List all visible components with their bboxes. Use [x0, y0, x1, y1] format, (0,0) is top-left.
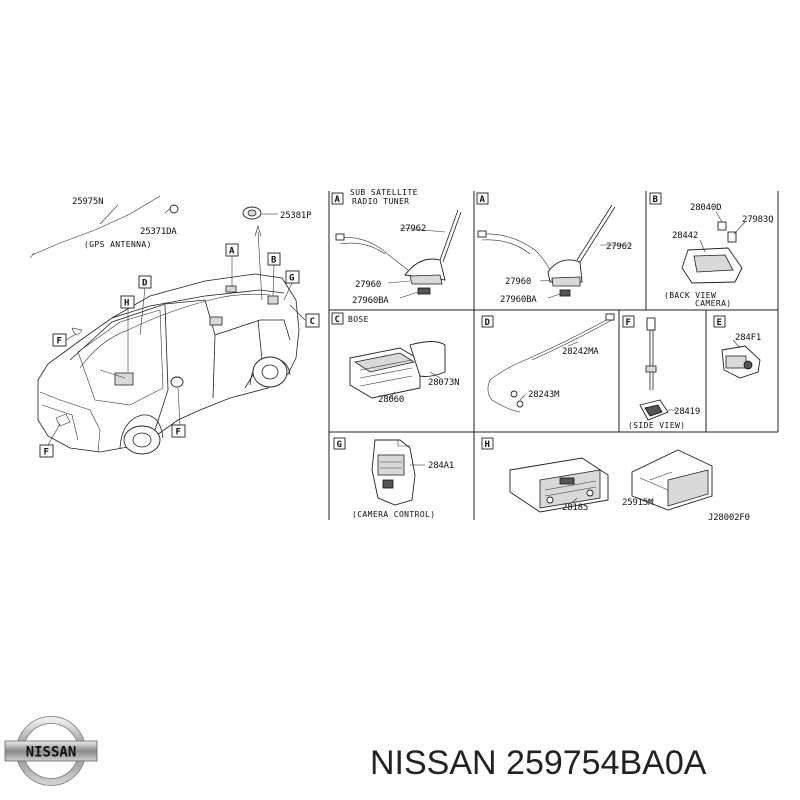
- panel-B-part-27983Q: 27983Q: [742, 215, 773, 225]
- panel-C-part-28060: 28060: [378, 395, 404, 405]
- panel-tag-A2: A: [480, 195, 486, 205]
- svg-text:F: F: [176, 428, 181, 438]
- part-number-25381P: 25381P: [280, 211, 312, 221]
- panel-tag-G: G: [337, 440, 342, 450]
- panel-F-caption: (SIDE VIEW): [628, 421, 685, 430]
- svg-text:D: D: [142, 279, 148, 289]
- panel-H-part-28185: 28185: [562, 503, 588, 513]
- panel-tag-E: E: [717, 318, 722, 328]
- panel-B-part-28040D: 28040D: [690, 203, 721, 213]
- panel-E-camera: E 284F1: [713, 315, 761, 379]
- panel-B-caption-2: CAMERA): [695, 299, 732, 308]
- panel-tag-C: C: [335, 315, 340, 325]
- svg-text:A: A: [229, 247, 235, 257]
- panel-D-part-28242MA: 28242MA: [562, 347, 599, 357]
- car-overview: 25975N 25371DA (GPS ANTENNA) 25381P: [29, 195, 320, 458]
- callout-A: A: [225, 243, 239, 257]
- panel-A-caption-2: RADIO TUNER: [352, 197, 409, 206]
- callout-F-2: F: [171, 424, 186, 438]
- panel-A-satellite-tuner: A SUB SATELLITE RADIO TUNER 27962 27960 …: [331, 188, 462, 306]
- logo-wordmark: NISSAN: [26, 745, 77, 761]
- panel-grid: [328, 191, 779, 520]
- panel-C-part-28073N: 28073N: [428, 378, 459, 388]
- panel-B-caption-1: (BACK VIEW: [664, 291, 716, 300]
- panel-tag-D: D: [485, 318, 491, 328]
- panel-D-part-28243M: 28243M: [528, 390, 560, 400]
- svg-text:G: G: [289, 274, 294, 284]
- callout-F-3: F: [39, 444, 54, 458]
- svg-text:C: C: [310, 317, 315, 327]
- panel-D-microphone: D 28242MA 28243M: [481, 313, 615, 413]
- callout-B: B: [267, 252, 281, 266]
- callout-H: H: [120, 295, 135, 309]
- panel-G-part-284A1: 284A1: [428, 461, 454, 471]
- panel-B-back-view-camera: B 28040D 27983Q 28442 (BACK VIEW CAMERA): [649, 192, 774, 308]
- callout-F-1: F: [52, 333, 67, 347]
- callout-C: C: [305, 313, 320, 328]
- part-number-25975N: 25975N: [72, 197, 103, 207]
- panel-C-bose-amplifier: C BOSE 28073N 28060: [331, 312, 460, 405]
- svg-text:H: H: [124, 299, 129, 309]
- panel-A2-part-27960: 27960: [505, 277, 531, 287]
- panel-B-part-28442: 28442: [672, 231, 698, 241]
- panel-E-part-284F1: 284F1: [735, 333, 761, 343]
- part-number-25371DA: 25371DA: [140, 227, 177, 237]
- panel-A2-part-27960BA: 27960BA: [500, 295, 537, 305]
- callout-D: D: [138, 275, 152, 289]
- svg-text:B: B: [271, 256, 277, 266]
- gps-antenna-caption: (GPS ANTENNA): [84, 240, 152, 249]
- panel-tag-B: B: [653, 195, 659, 205]
- svg-text:F: F: [44, 448, 49, 458]
- panel-tag-A: A: [335, 195, 341, 205]
- panel-tag-H: H: [485, 440, 490, 450]
- diagram-code: J28002F0: [708, 513, 750, 523]
- panel-A2-antenna: A 27962 27960 27960BA: [476, 192, 632, 305]
- panel-tag-F: F: [626, 318, 631, 328]
- svg-text:F: F: [57, 337, 62, 347]
- brand-name: NISSAN: [370, 744, 497, 782]
- panel-A-part-27960: 27960: [355, 280, 381, 290]
- part-number: 259754BA0A: [506, 744, 707, 782]
- panel-F-part-28419: 28419: [674, 407, 700, 417]
- product-title: NISSAN 259754BA0A: [370, 738, 795, 788]
- panel-A-caption-1: SUB SATELLITE: [350, 188, 418, 197]
- panel-C-label-bose: BOSE: [348, 315, 369, 324]
- nissan-logo: NISSAN: [4, 716, 98, 786]
- panel-F-side-view-camera: F 28419 (SIDE VIEW): [622, 315, 700, 430]
- panel-A-part-27960BA: 27960BA: [352, 296, 389, 306]
- panel-A-part-27962: 27962: [400, 224, 426, 234]
- callout-G: G: [285, 270, 300, 284]
- panel-H-audio-units: H 28185 25915M: [481, 437, 713, 513]
- panel-A2-part-27962: 27962: [606, 242, 632, 252]
- panel-H-part-25915M: 25915M: [622, 498, 654, 508]
- panel-G-camera-control: G 284A1 (CAMERA CONTROL): [333, 437, 454, 519]
- panel-G-caption: (CAMERA CONTROL): [352, 510, 435, 519]
